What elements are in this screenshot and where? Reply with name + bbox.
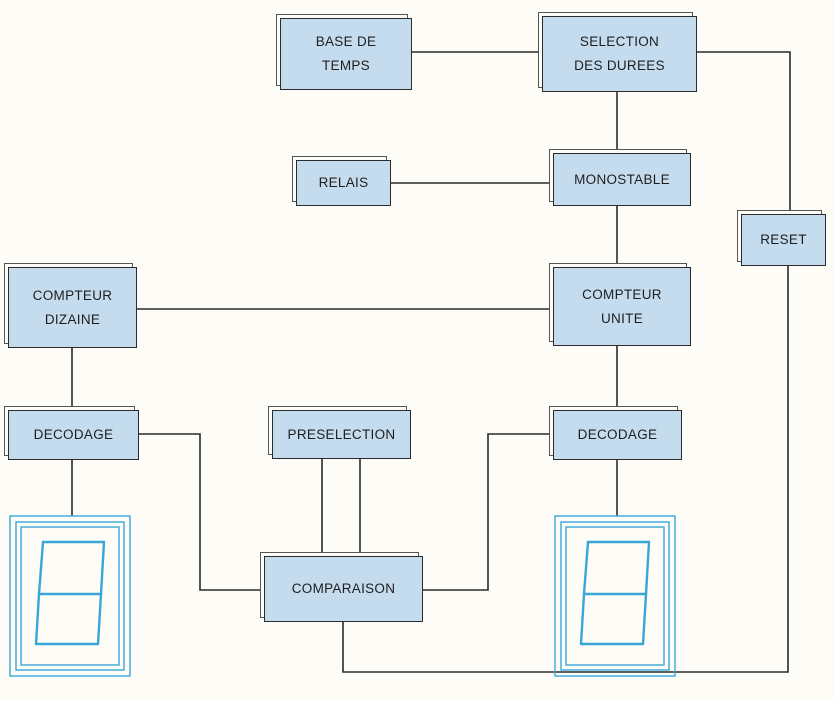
label-selection-des-durees: SELECTION DES DUREES [574,34,665,73]
seven-segment-digit-unite [579,540,651,646]
block-reset: RESET [741,214,826,266]
block-base-de-temps: BASE DE TEMPS [280,18,412,90]
label-compteur-unite: COMPTEUR UNITE [582,286,662,326]
label-reset: RESET [760,232,807,247]
block-comparaison: COMPARAISON [264,556,423,622]
wire-selection-to-reset [697,51,791,214]
label-compteur-dizaine: COMPTEUR DIZAINE [32,287,113,327]
wire-comparaison-to-reset [342,266,789,673]
block-relais: RELAIS [296,160,391,206]
label-decodage-unite: DECODAGE [577,427,658,442]
label-comparaison: COMPARAISON [291,581,396,596]
block-decodage-unite: DECODAGE [553,410,682,460]
display-unite [554,515,676,677]
wire-decodage-unite-to-comparaison [423,433,553,591]
label-relais: RELAIS [318,175,369,190]
block-compteur-unite: COMPTEUR UNITE [553,267,691,346]
block-decodage-dizaine: DECODAGE [8,410,139,460]
block-selection-des-durees: SELECTION DES DUREES [542,16,697,92]
label-decodage-dizaine: DECODAGE [33,427,114,442]
wire-decodage-dizaine-to-comparaison [139,433,264,591]
label-preselection: PRESELECTION [287,426,396,442]
block-monostable: MONOSTABLE [553,153,691,206]
label-monostable: MONOSTABLE [574,171,670,187]
block-compteur-dizaine: COMPTEUR DIZAINE [8,267,137,348]
display-dizaine [9,515,131,677]
seven-segment-digit-dizaine [34,540,106,646]
connections [71,51,791,673]
block-preselection: PRESELECTION [272,410,411,459]
label-base-de-temps: BASE DE TEMPS [315,34,377,73]
